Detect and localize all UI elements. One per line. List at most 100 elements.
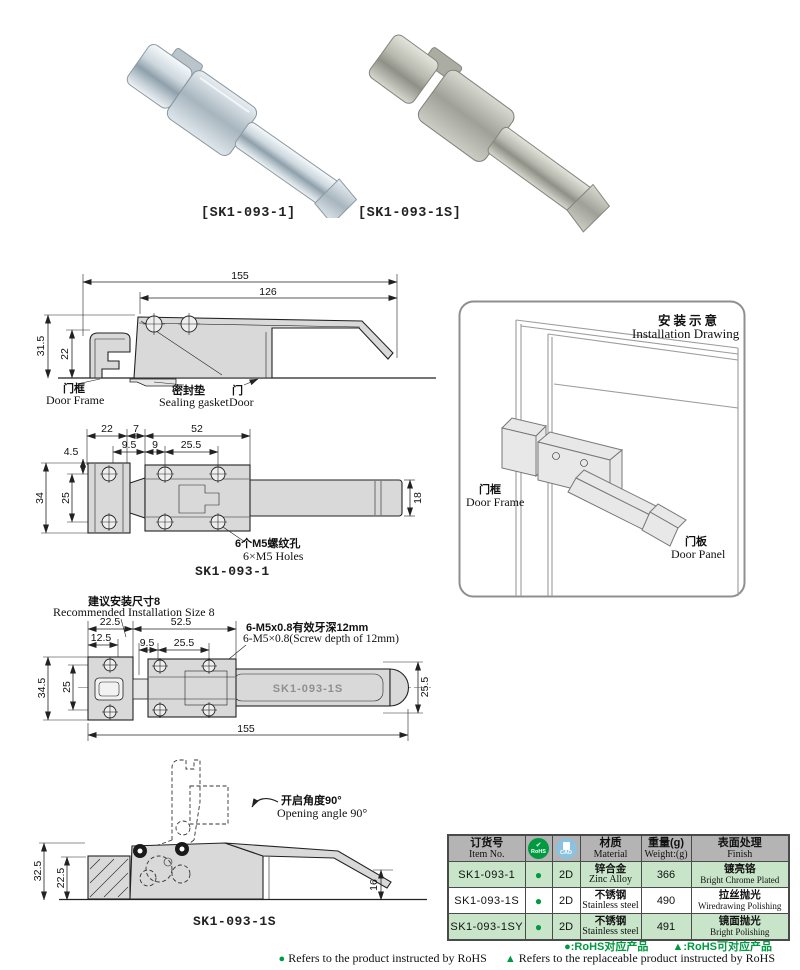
rohs-label: RoHS (531, 848, 546, 855)
dim-12-5: 12.5 (91, 632, 112, 644)
panel-door-panel-en: Door Panel (671, 547, 726, 561)
dim-34-5: 34.5 (36, 678, 48, 699)
stainless-latch-illustration (368, 34, 611, 233)
gasket-label-en: Sealing gasket (159, 395, 229, 409)
top-view-drawing: 22 7 52 4.5 9.5 9 25.5 34 25 18 (33, 421, 448, 589)
rohs-legend: ●:RoHS对应产品 ▲:RoHS可对应产品 (564, 938, 772, 954)
m5-holes-note-cn: 6个M5螺纹孔 (235, 538, 301, 550)
install-size-note-en: Recommended Installation Size 8 (53, 605, 215, 619)
dim-52-5: 52.5 (171, 616, 192, 628)
top-view-caption: SK1-093-1 (195, 564, 270, 579)
cell-material-cn: 锌合金 (594, 863, 627, 875)
cell-material-cn: 不锈钢 (594, 889, 627, 901)
cell-weight: 491 (640, 913, 692, 941)
cell-material: 不锈钢 Stainless steel (579, 913, 642, 941)
installation-panel-svg (458, 300, 746, 598)
mount-view-parts (78, 656, 431, 721)
door-label-cn: 门 (232, 385, 243, 397)
header-rohs: ✔ RoHS (524, 834, 553, 862)
door-label-en: Door (229, 395, 254, 409)
cad-label: CAD (560, 849, 572, 856)
header-item: 订货号 Item No. (447, 834, 526, 862)
dim-22: 22 (101, 423, 113, 435)
installation-panel: 安装示意 Installation Drawing 门框 Door Frame … (458, 300, 746, 598)
dimension-lines (44, 274, 398, 379)
side-view-parts (58, 313, 436, 387)
dim-31-5: 31.5 (35, 336, 47, 357)
product-photo-label-1: [SK1-093-1] (201, 206, 296, 221)
cell-finish-en: Wiredrawing Polishing (698, 901, 782, 911)
dim-22: 22 (59, 348, 71, 360)
cell-finish-en: Bright Chrome Plated (700, 875, 780, 885)
mount-view-svg: 22.5 52.5 12.5 9.5 25.5 34.5 25 18 25.5 … (36, 616, 431, 741)
cell-item: SK1-093-1 (447, 861, 526, 888)
legend-dot-icon: ● (564, 941, 571, 953)
dim-9-5: 9.5 (140, 637, 155, 649)
dim-4-5: 4.5 (64, 446, 79, 458)
cell-rohs-dot: ● (524, 913, 553, 941)
install-size-note-cn: 建议安装尺寸8 (88, 596, 161, 608)
dim-22-5: 22.5 (55, 868, 67, 889)
dim-25-5: 25.5 (181, 439, 202, 451)
cell-cad: 2D (551, 887, 581, 914)
table-row: SK1-093-1SY ● 2D 不锈钢 Stainless steel 491… (447, 913, 790, 941)
legend-triangle-icon: ▲ (672, 941, 684, 953)
header-cad: CAD (551, 834, 581, 862)
panel-door-frame-cn: 门框 (479, 484, 501, 496)
header-finish: 表面处理 Finish (690, 834, 790, 862)
cell-material-en: Zinc Alloy (588, 874, 633, 885)
cell-finish: 拉丝抛光 Wiredrawing Polishing (690, 887, 790, 914)
rohs-footnote: ● Refers to the product instructed by Ro… (279, 951, 775, 966)
dim-25: 25 (61, 681, 73, 693)
gasket-label-cn: 密封垫 (172, 385, 205, 397)
footnote-dot-icon: ● (278, 953, 286, 965)
dim-126: 126 (259, 286, 277, 298)
cad-icon: CAD (555, 838, 577, 859)
open-view-caption: SK1-093-1S (193, 914, 277, 929)
header-material: 材质 Material (579, 834, 642, 862)
cell-finish-en: Bright Polishing (710, 927, 770, 937)
top-view-parts (87, 462, 403, 543)
mount-view-drawing: 22.5 52.5 12.5 9.5 25.5 34.5 25 18 25.5 … (33, 593, 461, 765)
door-frame-label-en: Door Frame (46, 393, 105, 407)
header-finish-en: Finish (727, 849, 753, 860)
table-row: SK1-093-1 ● 2D 锌合金 Zinc Alloy 366 镀亮铬 Br… (447, 861, 790, 888)
cell-finish-cn: 镜面抛光 (718, 915, 761, 927)
header-item-en: Item No. (468, 849, 505, 860)
latch-iso (501, 417, 687, 547)
legend-triangle-text: :RoHS可对应产品 (683, 941, 772, 953)
product-photo-chrome (126, 44, 358, 218)
header-material-en: Material (593, 849, 628, 860)
cell-cad: 2D (551, 913, 581, 941)
header-weight: 重量(g) Weight:(g) (640, 834, 692, 862)
panel-border (458, 300, 746, 598)
cell-material-en: Stainless steel (582, 900, 639, 911)
cell-item: SK1-093-1SY (447, 913, 526, 941)
cad-doc-glyph (562, 841, 570, 850)
dimension-lines (39, 842, 393, 901)
door-frame-label-cn: 门框 (63, 383, 85, 395)
dim-155: 155 (231, 270, 249, 282)
panel-title-cn: 安装示意 (658, 314, 721, 328)
dim-25: 25 (60, 492, 72, 504)
cell-weight: 366 (640, 861, 692, 888)
legend-dot-text: :RoHS对应产品 (570, 941, 649, 953)
cell-finish: 镀亮铬 Bright Chrome Plated (690, 861, 790, 888)
cell-material-cn: 不锈钢 (594, 915, 627, 927)
table-row: SK1-093-1S ● 2D 不锈钢 Stainless steel 490 … (447, 887, 790, 914)
product-photo-stainless (368, 34, 611, 233)
side-view-drawing: 155 126 31.5 22 门框 Door (32, 266, 444, 416)
cell-finish-cn: 镀亮铬 (724, 863, 756, 875)
angle-arrow (251, 797, 279, 808)
side-view-svg: 155 126 31.5 22 (35, 270, 436, 387)
open-position-dashed (141, 759, 229, 852)
dim-18: 18 (412, 492, 424, 504)
panel-door-panel-cn: 门板 (685, 536, 707, 548)
cell-item: SK1-093-1S (447, 887, 526, 914)
top-view-svg: 22 7 52 4.5 9.5 9 25.5 34 25 18 (34, 423, 424, 543)
thread-note-en: 6-M5×0.8(Screw depth of 12mm) (243, 633, 399, 645)
cell-finish-cn: 拉丝抛光 (718, 889, 761, 901)
header-weight-en: Weight:(g) (644, 849, 688, 860)
spec-table: 订货号 Item No. ✔ RoHS CAD 材质 Material (447, 834, 790, 941)
header-weight-cn: 重量(g) (647, 837, 685, 849)
